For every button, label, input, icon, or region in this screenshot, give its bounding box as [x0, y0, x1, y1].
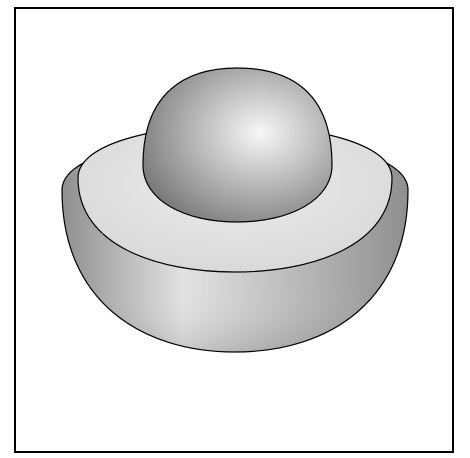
dome	[142, 67, 333, 223]
